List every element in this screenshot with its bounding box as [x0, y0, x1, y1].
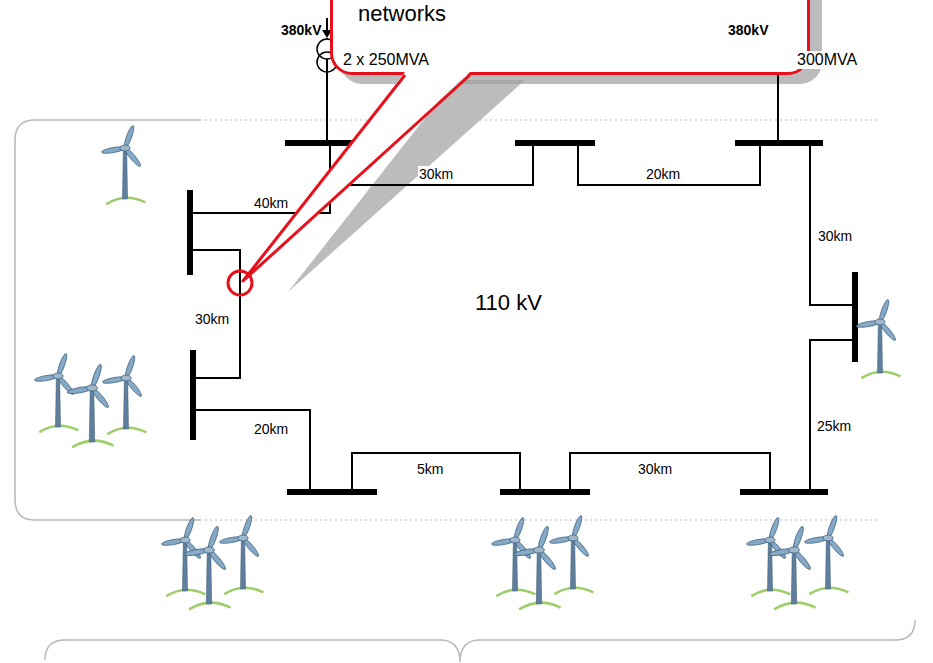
- nacelle: [180, 537, 190, 543]
- nacelle: [765, 537, 775, 543]
- wind-turbine: [219, 515, 263, 594]
- tower: [123, 380, 128, 429]
- tower: [89, 390, 94, 442]
- tower: [791, 552, 796, 604]
- overhead-line: [193, 410, 310, 492]
- wind-turbine: [549, 515, 593, 594]
- line-length: 30km: [817, 228, 853, 244]
- brace: [45, 620, 915, 662]
- line-length: 20km: [253, 421, 289, 437]
- busbar: [287, 489, 377, 495]
- rating-label: 300MVA: [796, 51, 858, 69]
- overhead-line: [578, 143, 760, 185]
- wind-turbine: [102, 355, 146, 434]
- busbar: [515, 140, 595, 146]
- line-length: 25km: [816, 418, 852, 434]
- marker-circle: [228, 271, 252, 295]
- wind-turbine: [856, 299, 900, 378]
- nacelle: [510, 537, 520, 543]
- tower: [536, 552, 541, 604]
- callout-tail-fill: [243, 72, 470, 281]
- wind-turbine: [491, 517, 535, 596]
- overhead-line: [190, 250, 240, 378]
- tower: [240, 540, 245, 589]
- voltage-label: 380kV: [727, 22, 769, 38]
- wind-turbine: [67, 363, 114, 447]
- wind-turbine: [161, 517, 205, 596]
- overhead-line: [190, 143, 330, 213]
- busbar: [852, 272, 858, 362]
- overhead-line: [348, 143, 533, 185]
- wind-turbine: [514, 525, 561, 609]
- nacelle: [789, 547, 800, 553]
- region-outline: [15, 120, 200, 520]
- tower: [570, 540, 575, 589]
- callout-tail: [243, 75, 470, 281]
- overhead-line: [570, 453, 770, 492]
- voltage-level: 110 kV: [474, 290, 543, 315]
- busbar: [187, 190, 193, 275]
- nacelle: [238, 535, 248, 541]
- tower: [825, 540, 830, 589]
- wind-turbine: [746, 517, 790, 596]
- tower: [877, 324, 882, 373]
- tower: [767, 542, 772, 591]
- busbar: [740, 489, 828, 495]
- wind-turbine: [769, 525, 816, 609]
- rating-label: 2 x 250MVA: [342, 51, 430, 69]
- overhead-line: [352, 453, 520, 492]
- tower: [206, 552, 211, 604]
- line-length: 30km: [194, 311, 230, 327]
- nacelle: [534, 547, 545, 553]
- overhead-line: [810, 143, 855, 305]
- wind-turbine: [101, 125, 145, 204]
- busbar: [190, 350, 196, 440]
- nacelle: [87, 385, 98, 391]
- line-length: 5km: [416, 461, 444, 477]
- nacelle: [568, 535, 578, 541]
- nacelle: [120, 145, 130, 151]
- callout-text: networks: [358, 1, 446, 27]
- busbar: [285, 140, 375, 146]
- infeed-line: [326, 18, 328, 32]
- nacelle: [823, 535, 833, 541]
- tower: [182, 542, 187, 591]
- nacelle: [204, 547, 215, 553]
- tower: [512, 542, 517, 591]
- nacelle: [121, 375, 131, 381]
- busbar: [500, 489, 590, 495]
- tower: [55, 378, 60, 427]
- line-length: 20km: [645, 166, 681, 182]
- overhead-line: [810, 340, 855, 492]
- region-boundary: [200, 120, 880, 520]
- wind-turbine: [184, 525, 231, 609]
- voltage-label: 380kV: [280, 22, 322, 38]
- nacelle: [875, 319, 885, 325]
- tower: [122, 150, 127, 199]
- wind-turbine: [804, 515, 848, 594]
- nacelle: [53, 373, 63, 379]
- line-length: 30km: [418, 166, 454, 182]
- line-length: 40km: [253, 195, 289, 211]
- line-length: 30km: [637, 461, 673, 477]
